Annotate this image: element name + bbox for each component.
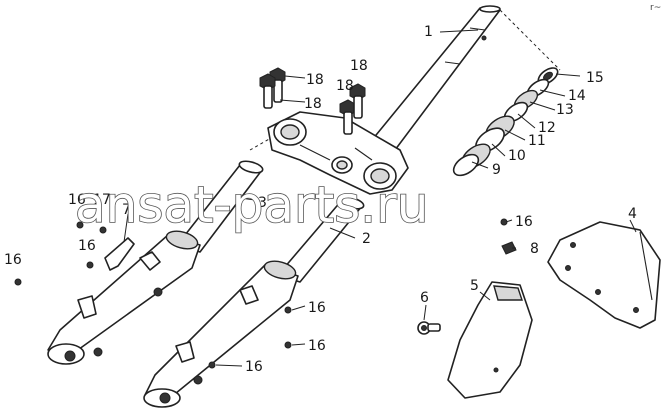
callout-16-top-left: 16	[68, 192, 86, 208]
callout-leaders	[123, 29, 637, 367]
callout-9: 9	[492, 162, 501, 178]
callout-3: 3	[258, 195, 267, 211]
callout-11: 11	[528, 133, 546, 149]
callout-14: 14	[568, 88, 586, 104]
bolt-18-left	[259, 73, 276, 109]
callout-16-far-left: 16	[4, 252, 22, 268]
callout-18-lower: 18	[304, 96, 322, 112]
front-fender	[447, 281, 533, 399]
callout-16-right: 16	[515, 214, 533, 230]
callout-5: 5	[470, 278, 479, 294]
fork-screws	[208, 218, 508, 369]
callout-8: 8	[530, 241, 539, 257]
mudguard-panel	[547, 221, 661, 329]
bearing-stack	[452, 67, 559, 177]
callout-2: 2	[362, 231, 371, 247]
steering-stem-tube	[371, 5, 501, 151]
fender-bolt	[417, 321, 441, 335]
fork-leg-right	[143, 196, 365, 408]
callout-18-upper: 18	[306, 72, 324, 88]
callout-17: 17	[93, 192, 111, 208]
callout-labels: 1 2 3 4 5 6 7 8 9 10 11 12 13 14 15 16 1…	[4, 24, 637, 375]
callout-1: 1	[424, 24, 433, 40]
callout-16-mid-left: 16	[78, 238, 96, 254]
spring-clip	[501, 241, 517, 255]
callout-4: 4	[628, 206, 637, 222]
callout-18-right: 18	[350, 58, 368, 74]
bolt-18-right	[349, 83, 366, 119]
callout-13: 13	[556, 102, 574, 118]
callout-7: 7	[122, 202, 131, 218]
callout-10: 10	[508, 148, 526, 164]
callout-16-fork-bottom: 16	[245, 359, 263, 375]
fork-leg-left	[47, 160, 264, 365]
callout-16-fork-upper: 16	[308, 300, 326, 316]
corner-mark: r~	[650, 3, 661, 13]
callout-18-mid: 18	[336, 78, 354, 94]
watermark-text: ansat-parts.ru	[75, 176, 428, 234]
callout-16-fork-lower: 16	[308, 338, 326, 354]
callout-15: 15	[586, 70, 604, 86]
triple-clamp	[267, 111, 409, 195]
callout-6: 6	[420, 290, 429, 306]
callout-12: 12	[538, 120, 556, 136]
clamp-bolts	[259, 67, 366, 135]
assembly-axis-lines	[249, 9, 561, 151]
